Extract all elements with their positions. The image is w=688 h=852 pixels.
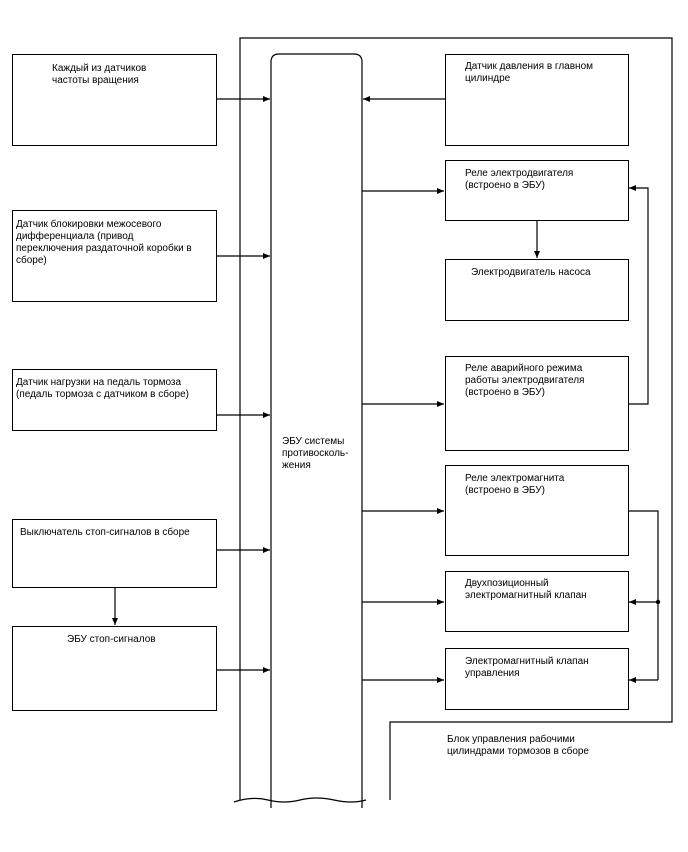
two-position-valve-box (445, 571, 629, 632)
assembly-outline (239, 37, 673, 800)
diff-lock-sensor-box (12, 210, 217, 302)
diff-lock-sensor-label: Датчик блокировки межосевого дифференциа… (16, 219, 192, 266)
feedback-emergency (628, 185, 649, 405)
emergency-relay-label: Реле аварийного режима работы электродви… (465, 363, 585, 398)
ecu-box (270, 53, 363, 808)
speed-sensors-box (12, 54, 217, 146)
motor-relay-label: Реле электродвигателя (встроено в ЭБУ) (465, 168, 574, 191)
two-position-valve-label: Двухпозиционный электромагнитный клапан (465, 578, 587, 601)
solenoid-relay-label: Реле электромагнита (встроено в ЭБУ) (465, 473, 565, 496)
ecu-label: ЭБУ системы противосколь- жения (282, 436, 349, 471)
pump-motor-box (445, 259, 629, 321)
stop-switch-box (12, 519, 217, 588)
assembly-label: Блок управления рабочими цилиндрами торм… (447, 734, 589, 757)
ecu-wave (233, 797, 367, 803)
stop-ecu-label: ЭБУ стоп-сигналов (67, 634, 156, 645)
stop-switch-label: Выключатель стоп-сигналов в сборе (20, 527, 190, 538)
speed-sensors-label: Каждый из датчиков частоты вращения (52, 63, 147, 86)
bus-junction (655, 599, 661, 605)
stop-ecu-box (12, 626, 217, 711)
solenoid-bus (628, 510, 659, 680)
pedal-load-sensor-label: Датчик нагрузки на педаль тормоза (педал… (16, 377, 190, 400)
master-pressure-sensor-label: Датчик давления в главном цилиндре (465, 61, 594, 84)
control-valve-label: Электромагнитный клапан управления (465, 656, 589, 679)
motor-relay-box (445, 160, 629, 221)
master-pressure-sensor-box (445, 54, 629, 146)
pedal-load-sensor-box (12, 369, 217, 431)
emergency-relay-box (445, 356, 629, 451)
solenoid-relay-box (445, 465, 629, 556)
control-valve-box (445, 648, 629, 710)
pump-motor-label: Электродвигатель насоса (471, 267, 591, 278)
